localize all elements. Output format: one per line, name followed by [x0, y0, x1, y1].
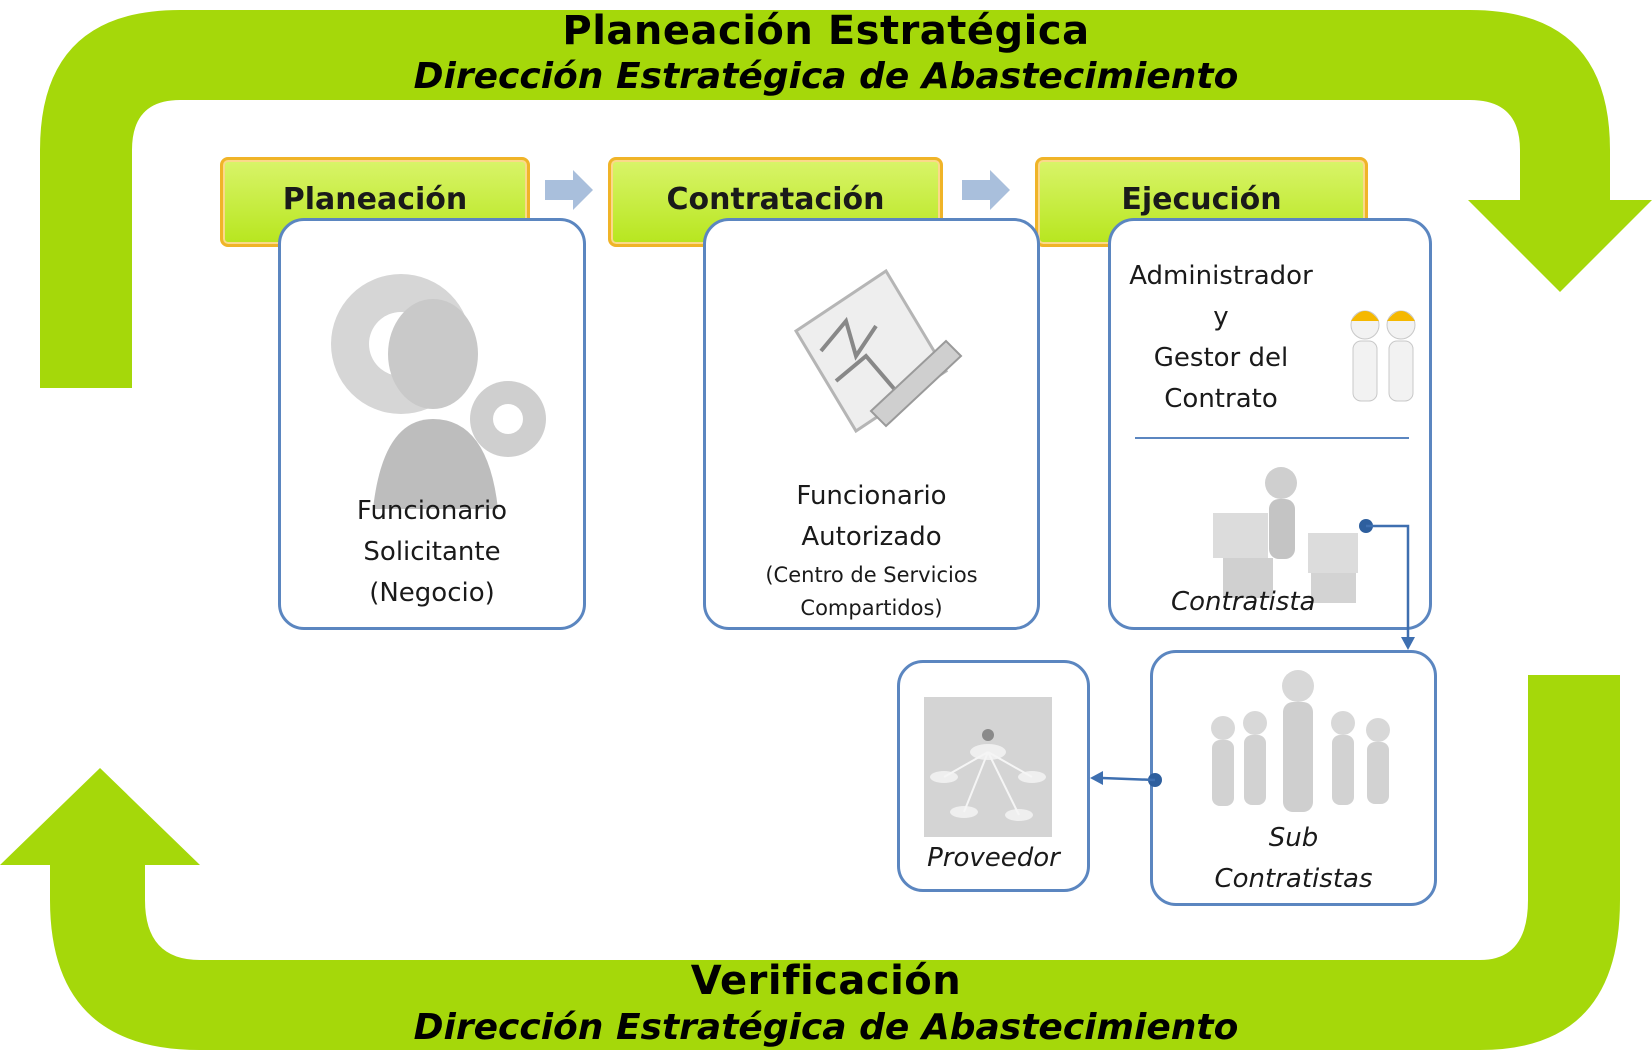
- role-line: Funcionario: [796, 481, 947, 511]
- signing-document-icon: [793, 268, 963, 434]
- role-contratista: Contratista: [1171, 587, 1316, 617]
- role-line: (Centro de Servicios: [765, 563, 978, 587]
- phase-label: Ejecución: [1121, 182, 1282, 217]
- role-line: Contratistas: [1214, 864, 1373, 894]
- card-ejecucion: Administrador y Gestor del Contrato Cont…: [1108, 218, 1432, 630]
- bottom-cycle-title: Verificación: [690, 958, 962, 1004]
- top-cycle-arrow: [40, 10, 1610, 388]
- role-line: Funcionario: [356, 496, 508, 526]
- bottom-cycle-subtitle: Dirección Estratégica de Abastecimiento: [413, 1007, 1239, 1048]
- role-line: (Negocio): [369, 578, 495, 608]
- role-line: Autorizado: [801, 522, 942, 552]
- role-line: Compartidos): [800, 596, 943, 620]
- role-line: Administrador: [1129, 261, 1313, 291]
- role-line: Contrato: [1164, 384, 1278, 414]
- role-line: Sub: [1268, 823, 1319, 853]
- role-line: Gestor del: [1153, 343, 1289, 373]
- role-line: Solicitante: [363, 537, 501, 567]
- bottom-cycle-arrow: [50, 675, 1620, 1050]
- network-people-icon: [924, 697, 1052, 837]
- top-cycle-title: Planeación Estratégica: [562, 8, 1090, 54]
- hardhat-workers-icon: [1350, 310, 1416, 402]
- phase-label: Planeación: [282, 182, 468, 217]
- role-line: y: [1213, 302, 1229, 332]
- phase-label: Contratación: [666, 182, 885, 217]
- thinking-person-gear-icon: [331, 274, 546, 509]
- role-proveedor: Proveedor: [927, 843, 1060, 873]
- top-right-arrowhead: [1468, 200, 1652, 292]
- top-cycle-subtitle: Dirección Estratégica de Abastecimiento: [413, 56, 1239, 97]
- step-arrow-icon: [962, 170, 1010, 210]
- card-proveedor: Proveedor: [897, 660, 1090, 892]
- bottom-left-arrowhead: [0, 768, 200, 865]
- card-funcionario-solicitante: Funcionario Solicitante (Negocio): [278, 218, 586, 630]
- divider: [1135, 437, 1409, 439]
- card-funcionario-autorizado: Funcionario Autorizado (Centro de Servic…: [703, 218, 1040, 630]
- card-subcontratistas: Sub Contratistas: [1150, 650, 1437, 906]
- step-arrow-icon: [545, 170, 593, 210]
- worker-boxes-icon: [1213, 467, 1358, 603]
- group-of-people-icon: [1211, 670, 1390, 812]
